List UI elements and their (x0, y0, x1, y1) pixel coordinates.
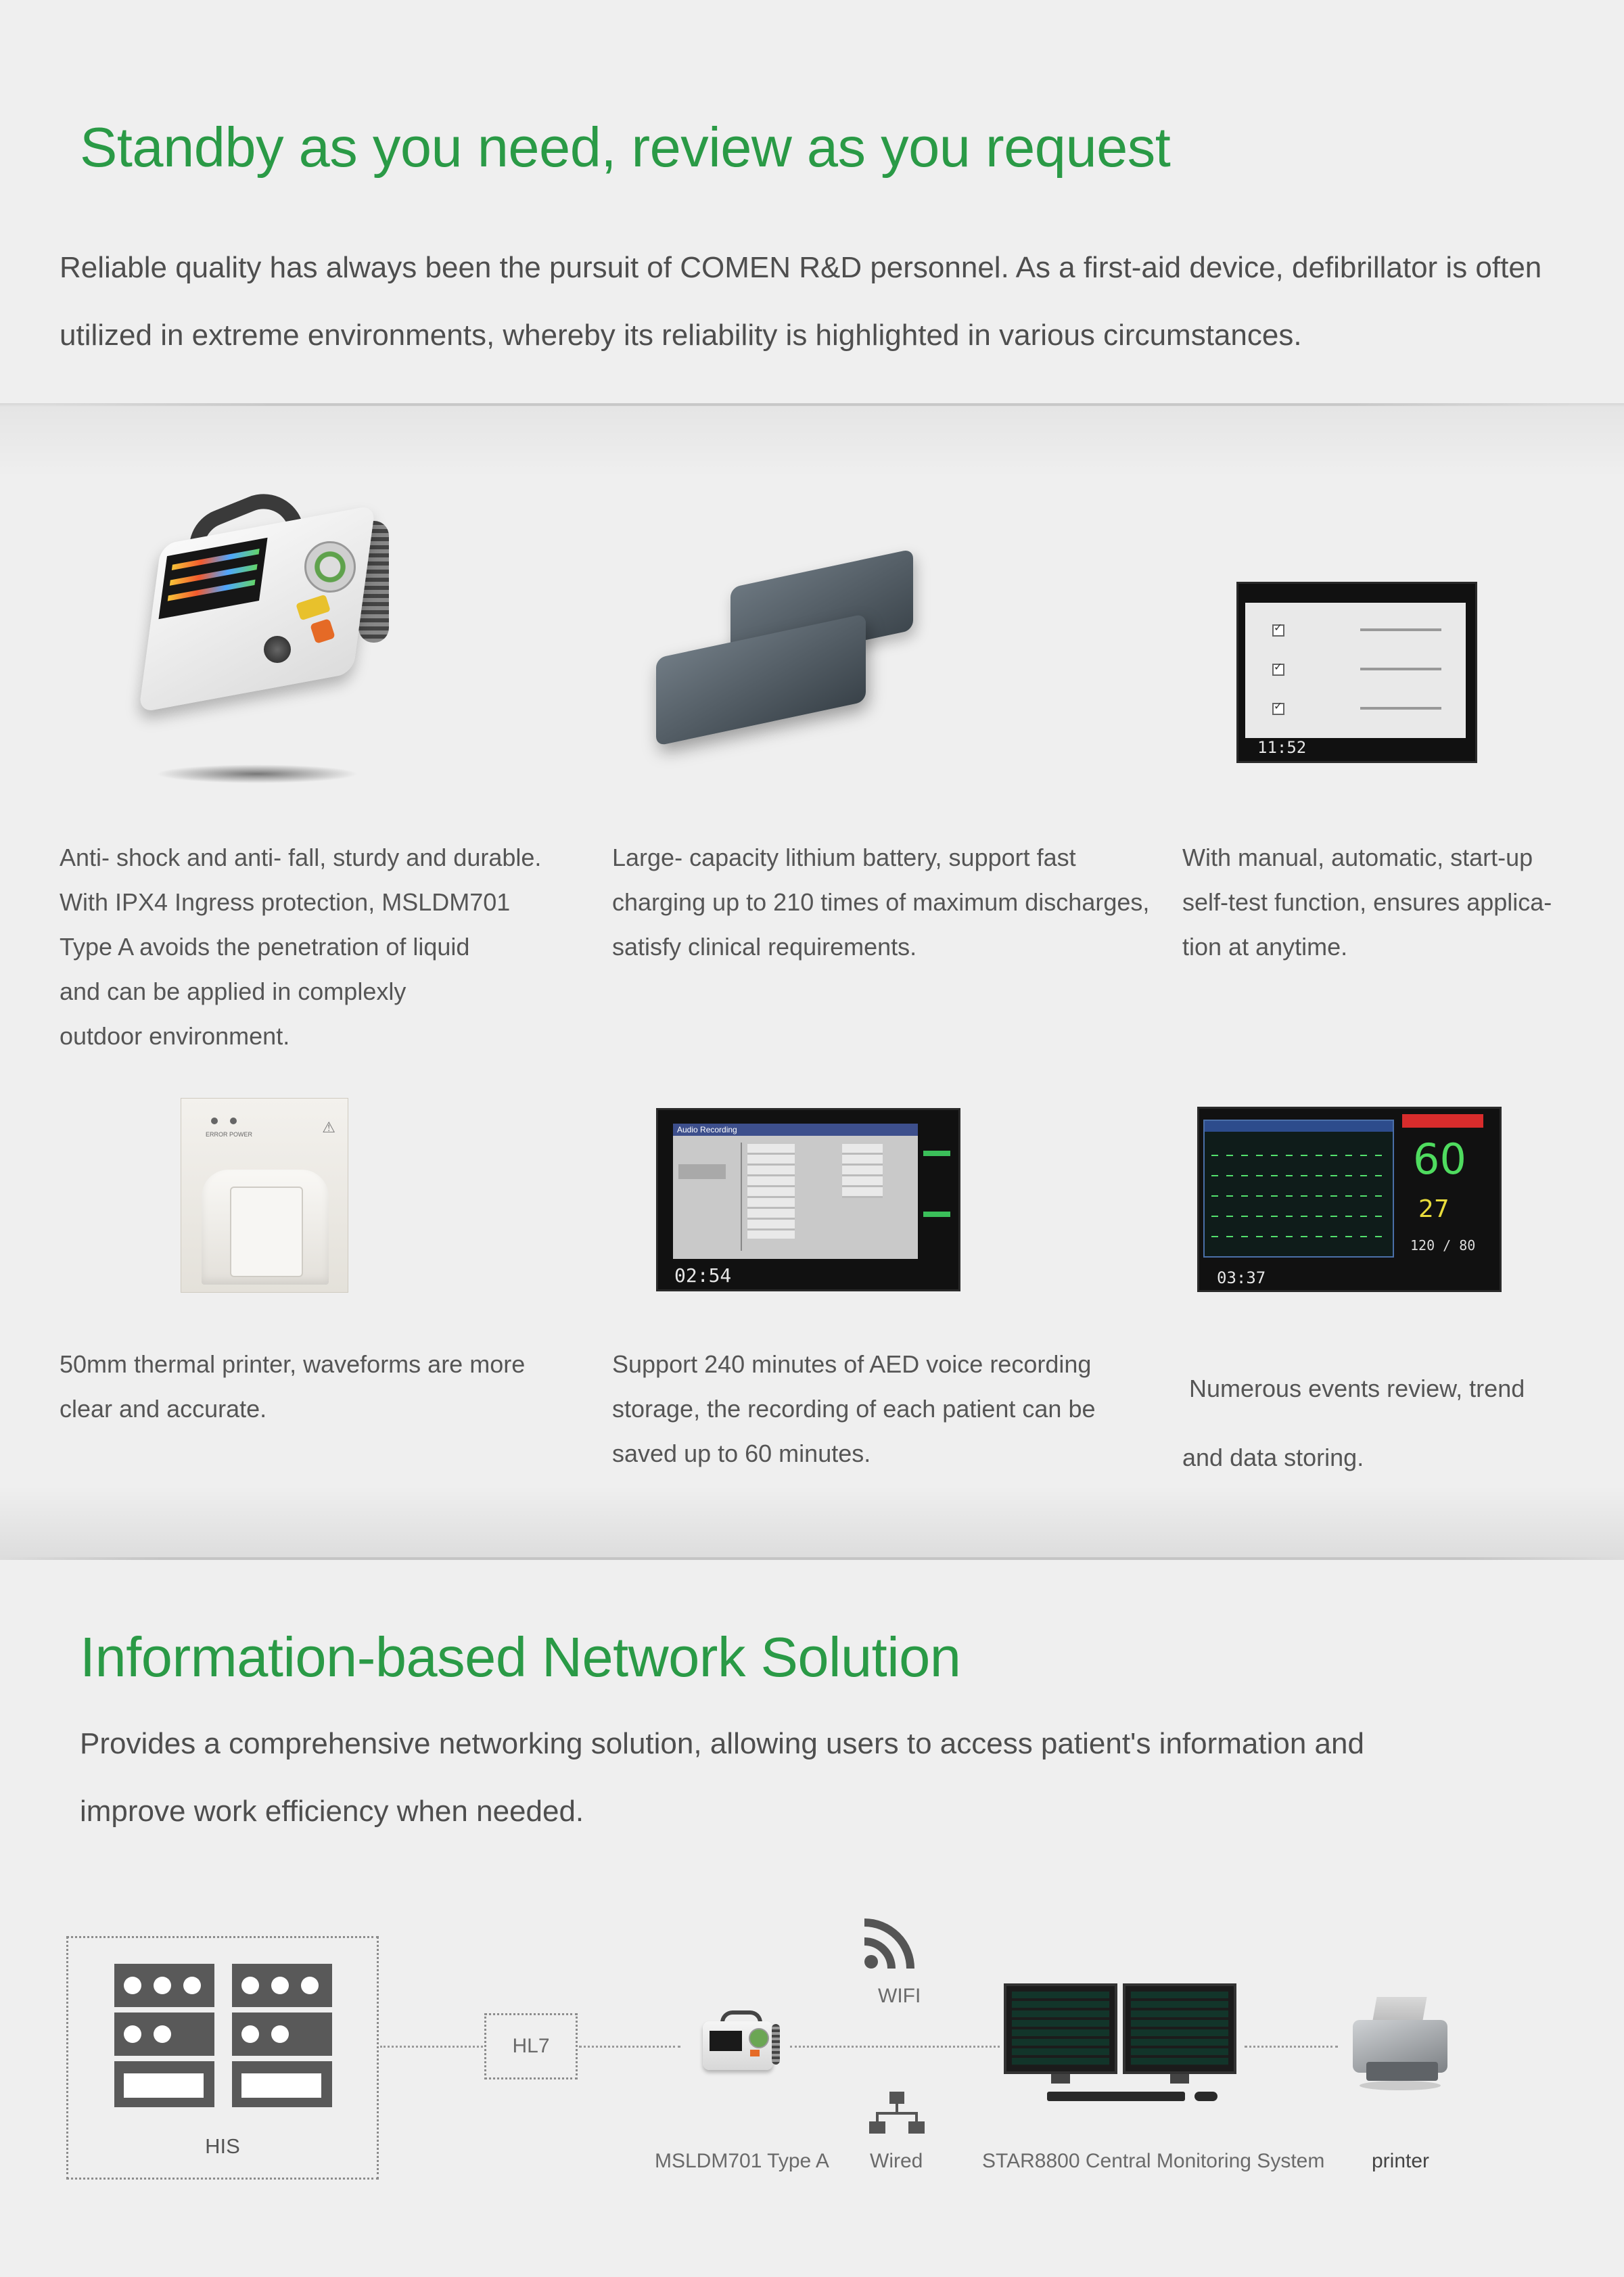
feature-line: With manual, automatic, start-up (1182, 844, 1533, 871)
screen-time: 03:37 (1217, 1268, 1266, 1287)
feature-line: clear and accurate. (60, 1395, 267, 1423)
feature-text-durable: Anti- shock and anti- fall, sturdy and d… (60, 835, 541, 1059)
feature-text-printer: 50mm thermal printer, waveforms are more… (60, 1342, 525, 1431)
spo2-value: 27 (1418, 1195, 1449, 1223)
thermal-printer-image: ERROR POWER ⚠ (181, 1098, 348, 1293)
cms-label: STAR8800 Central Monitoring System (982, 2150, 1325, 2172)
feature-line: Support 240 minutes of AED voice recordi… (612, 1350, 1092, 1378)
connector-line (579, 2046, 680, 2048)
feature-line: saved up to 60 minutes. (612, 1440, 871, 1467)
section-intro-line-1: Provides a comprehensive networking solu… (80, 1727, 1364, 1760)
section-divider (0, 1486, 1624, 1560)
wifi-icon (859, 1913, 920, 1974)
hr-value: 60 (1413, 1134, 1466, 1184)
central-monitoring-icon (1004, 1983, 1238, 2105)
wifi-label: WIFI (878, 1985, 921, 2007)
his-box: HIS (66, 1936, 379, 2180)
feature-line: and data storing. (1182, 1444, 1364, 1471)
feature-text-events: Numerous events review, trend and data s… (1182, 1342, 1525, 1492)
feature-line: Anti- shock and anti- fall, sturdy and d… (60, 844, 542, 871)
voice-recording-dialog: Audio Recording (673, 1124, 918, 1259)
screen-time: 11:52 (1257, 738, 1307, 757)
printer-icon (1350, 1997, 1452, 2093)
waveform-panel (1203, 1120, 1394, 1258)
feature-line: tion at anytime. (1182, 933, 1348, 961)
event-review-screen-image: 60 27 120 / 80 03:37 (1197, 1107, 1502, 1292)
feature-line: With IPX4 Ingress protection, MSLDM701 (60, 888, 511, 916)
section-intro-line-2: improve work efficiency when needed. (80, 1795, 584, 1828)
his-label: HIS (205, 2134, 240, 2158)
connector-line (1245, 2046, 1338, 2048)
wired-network-icon (869, 2092, 925, 2134)
dialog-title: Audio Recording (673, 1124, 918, 1136)
feature-line: charging up to 210 times of maximum disc… (612, 888, 1150, 916)
feature-line: storage, the recording of each patient c… (612, 1395, 1096, 1423)
connector-line (790, 2046, 1000, 2048)
screen-time: 02:54 (674, 1264, 732, 1287)
printer-label: printer (1372, 2150, 1430, 2172)
feature-line: Type A avoids the penetration of liquid (60, 933, 470, 961)
connector-line (380, 2046, 483, 2048)
defibrillator-image (135, 482, 389, 783)
section-title-standby: Standby as you need, review as you reque… (80, 116, 1171, 179)
feature-text-self-test: With manual, automatic, start-up self-te… (1182, 835, 1552, 969)
feature-line: and can be applied in complexly (60, 978, 407, 1005)
section-intro-line-1: Reliable quality has always been the pur… (60, 251, 1542, 284)
defibrillator-device-icon (700, 2010, 780, 2077)
feature-line: Numerous events review, trend (1182, 1375, 1525, 1402)
feature-line: 50mm thermal printer, waveforms are more (60, 1350, 526, 1378)
feature-line: satisfy clinical requirements. (612, 933, 917, 961)
wired-label: Wired (870, 2150, 923, 2172)
section-intro-line-2: utilized in extreme environments, whereb… (60, 319, 1302, 352)
device-label: MSLDM701 Type A (655, 2150, 829, 2172)
server-rack-icon (114, 1964, 332, 2107)
feature-text-battery: Large- capacity lithium battery, support… (612, 835, 1149, 969)
nibp-value: 120 / 80 (1410, 1237, 1476, 1254)
section-title-network: Information-based Network Solution (80, 1626, 961, 1688)
section-divider (0, 403, 1624, 478)
hl7-label: HL7 (512, 2035, 550, 2057)
feature-text-voice: Support 240 minutes of AED voice recordi… (612, 1342, 1095, 1476)
feature-line: self-test function, ensures applica- (1182, 888, 1552, 916)
feature-line: outdoor environment. (60, 1022, 290, 1050)
self-test-dialog (1245, 603, 1466, 738)
voice-recording-screen-image: Audio Recording 02:54 (656, 1108, 960, 1291)
feature-line: Large- capacity lithium battery, support… (612, 844, 1076, 871)
self-test-screen-image: 11:52 (1236, 582, 1477, 763)
battery-image (649, 549, 947, 751)
hl7-box: HL7 (484, 2013, 578, 2079)
